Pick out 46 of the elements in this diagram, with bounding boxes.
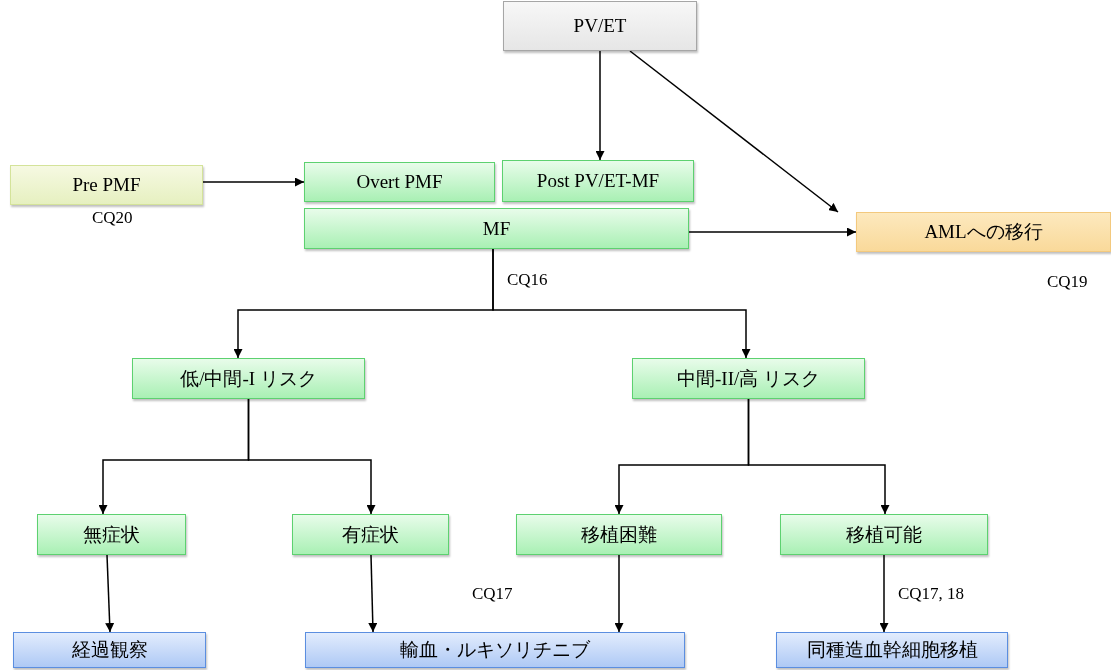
cq-label: CQ20	[92, 208, 133, 228]
arrow	[629, 50, 839, 213]
box-label: Overt PMF	[356, 171, 443, 193]
process-box	[516, 514, 722, 555]
process-box	[503, 1, 697, 51]
arrow	[595, 50, 605, 161]
process-box	[856, 212, 1111, 252]
box-label: 移植可能	[846, 522, 922, 547]
process-box	[132, 358, 365, 399]
process-box	[305, 632, 685, 668]
box-label: 移植困難	[581, 522, 657, 547]
box-label: AMLへの移行	[924, 220, 1043, 244]
cq-label: CQ17	[472, 584, 513, 604]
box-label: 中間-II/高 リスク	[677, 366, 820, 391]
process-box	[776, 632, 1008, 668]
arrow	[747, 398, 890, 515]
process-box	[502, 160, 694, 202]
process-box	[780, 514, 988, 555]
box-label: 低/中間-I リスク	[180, 366, 317, 391]
box-label: Post PV/ET-MF	[536, 170, 660, 192]
arrow	[492, 248, 751, 359]
arrow	[105, 554, 115, 633]
process-box	[632, 358, 865, 399]
arrow	[688, 227, 857, 237]
process-box	[304, 208, 689, 249]
cq-label: CQ16	[507, 270, 548, 290]
process-box	[13, 632, 206, 668]
arrow	[368, 554, 378, 633]
box-label: 輸血・ルキソリチニブ	[400, 638, 590, 662]
arrow	[202, 177, 305, 187]
arrow	[879, 554, 889, 633]
cq-label: CQ19	[1047, 272, 1088, 292]
arrow	[247, 398, 376, 515]
box-label: 経過観察	[71, 638, 148, 662]
box-label: 無症状	[83, 522, 140, 547]
process-box	[292, 514, 449, 555]
cq-label: CQ17, 18	[898, 584, 965, 604]
box-label: 同種造血幹細胞移植	[806, 638, 978, 662]
box-label: MF	[482, 217, 511, 240]
process-box	[304, 162, 495, 202]
process-box	[37, 514, 186, 555]
arrow	[614, 554, 624, 633]
process-box	[10, 165, 203, 205]
box-label: PV/ET	[573, 15, 627, 37]
box-label: Pre PMF	[72, 174, 141, 196]
box-label: 有症状	[342, 522, 399, 547]
